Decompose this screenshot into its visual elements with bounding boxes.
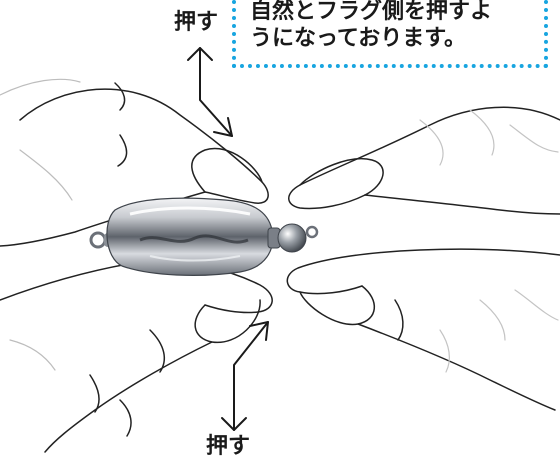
top-press-label: 押す	[174, 10, 219, 35]
press-arrow-down-icon	[187, 47, 233, 137]
upper-left-hand-ghost	[0, 78, 81, 201]
bottom-press-label: 押す	[206, 434, 251, 459]
lower-left-finger-icon	[0, 260, 273, 453]
upper-right-finger-icon	[288, 106, 560, 215]
upper-right-hand-ghost	[419, 109, 559, 166]
metal-clasp-icon	[89, 197, 319, 276]
press-arrow-up-icon	[221, 321, 269, 431]
callout-text: 自然とフラグ側を押すよ うになっております。	[250, 0, 546, 52]
callout-line-1: 自然とフラグ側を押すよ	[250, 0, 493, 24]
lower-right-finger-icon	[286, 248, 560, 411]
lower-right-hand-ghost	[439, 289, 559, 373]
callout-box: 自然とフラグ側を押すよ うになっております。	[232, 0, 548, 68]
lower-left-hand-ghost	[9, 339, 56, 371]
callout-line-2: うになっております。	[250, 26, 467, 51]
